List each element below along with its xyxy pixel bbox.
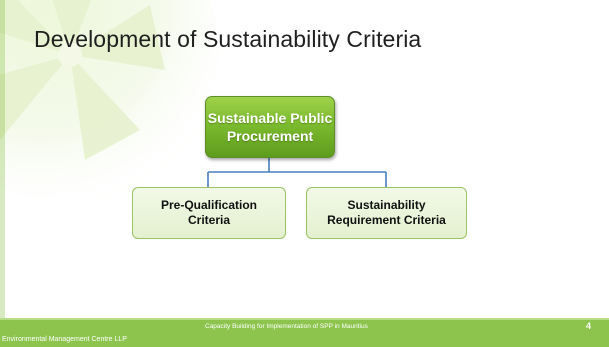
child-node-pre-qualification-criteria: Pre-Qualification Criteria bbox=[132, 187, 286, 239]
lime-slice-watermark-icon bbox=[0, 0, 220, 200]
child-node-label: Sustainability Requirement Criteria bbox=[327, 198, 446, 227]
child-node-sustainability-requirement-criteria: Sustainability Requirement Criteria bbox=[306, 187, 467, 239]
child-node-label: Pre-Qualification Criteria bbox=[160, 198, 258, 227]
footer-organization: Environmental Management Centre LLP bbox=[2, 336, 127, 343]
slide-title: Development of Sustainability Criteria bbox=[34, 26, 422, 52]
footer-caption: Capacity Building for Implementation of … bbox=[205, 323, 368, 330]
root-node-sustainable-public-procurement: Sustainable Public Procurement bbox=[205, 96, 335, 158]
page-number: 4 bbox=[586, 321, 592, 331]
root-node-label: Sustainable Public Procurement bbox=[207, 110, 333, 144]
